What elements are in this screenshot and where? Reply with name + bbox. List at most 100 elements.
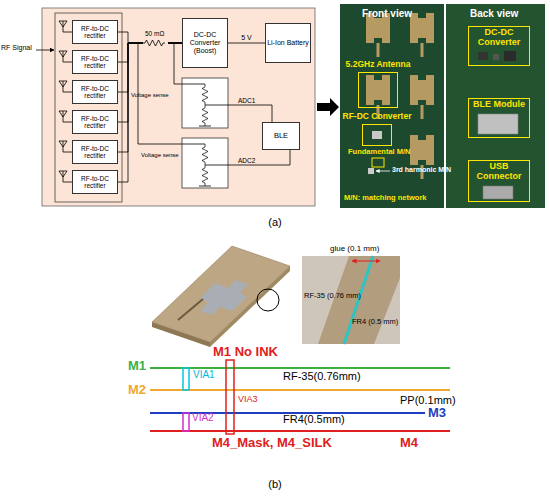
label-text: M4: [400, 436, 418, 450]
process-box: DC-DC Converter (Boost): [182, 18, 228, 68]
adc-wire: [205, 150, 290, 165]
highlight-box: USB Connector: [468, 160, 530, 202]
label-text: ADC1: [238, 97, 255, 104]
label-text: M4_Mask, M4_SILK: [212, 436, 332, 450]
system-background: [42, 8, 315, 206]
connector-wire: [118, 43, 182, 152]
label-text: 3rd harmonic M/N: [392, 166, 451, 174]
antenna-symbol: [59, 51, 72, 62]
label-text: (a): [268, 216, 281, 228]
label-text: Fundamental M/N: [348, 148, 411, 156]
connector-wire: [118, 43, 182, 122]
patch-antenna: [366, 13, 390, 57]
box-text: Li-Ion Battery: [267, 39, 309, 47]
process-box: RF-to-DC rectifier: [72, 170, 118, 194]
label-text: M1 No INK: [213, 345, 278, 359]
ble-module: [478, 114, 518, 134]
connector-wire: [118, 43, 182, 182]
antenna-symbol: [59, 81, 72, 92]
dimension-arrow: [352, 261, 380, 262]
label-text: VIA2: [192, 412, 214, 423]
antenna-symbol: [59, 171, 72, 182]
component: [368, 168, 374, 174]
box-text: RF-to-DC rectifier: [74, 145, 116, 159]
adc-wire: [205, 105, 272, 122]
label-text: M3: [428, 406, 446, 420]
pcb-back: [446, 4, 545, 208]
resistor-symbol: [202, 84, 208, 105]
input-arrow: [36, 50, 54, 51]
label-text: VIA3: [238, 395, 258, 405]
box-text: USB Connector: [470, 162, 528, 182]
label-text: glue (0.1 mm): [330, 245, 379, 254]
connector-wire: [118, 43, 182, 92]
label-text: RF-35(0.76mm): [283, 370, 361, 382]
antenna-symbol: [59, 21, 72, 32]
process-box: RF-to-DC rectifier: [72, 140, 118, 164]
process-box: RF-to-DC rectifier: [72, 80, 118, 104]
connector-wire: [118, 32, 182, 43]
substrate-slab: [318, 256, 400, 344]
patch-antenna: [410, 135, 434, 179]
sense-wire: [182, 84, 205, 85]
box-text: BLE: [274, 132, 288, 140]
label-text: RF Signal: [1, 44, 32, 52]
connector-wire: [228, 43, 265, 44]
label-text: (b): [268, 478, 281, 490]
label-text: Voltage sense: [131, 92, 169, 99]
voltage-divider: [182, 138, 228, 188]
process-box: BLE: [262, 122, 300, 150]
flow-arrow: [317, 98, 339, 116]
process-box: RF-to-DC rectifier: [72, 50, 118, 74]
resistor-cover: [143, 38, 168, 48]
box-text: RF-to-DC rectifier: [74, 55, 116, 69]
box-text: DC-DC Converter: [470, 28, 528, 48]
box-heading: RF-DC Converter: [343, 112, 412, 121]
matching-network-box: [372, 158, 384, 167]
box-text: DC-DC Converter (Boost): [184, 31, 226, 54]
box-heading: 5.2GHz Antenna: [346, 60, 411, 69]
feed-slot: [178, 299, 203, 320]
resistor-symbol: [143, 40, 165, 46]
antenna-symbol: [59, 111, 72, 122]
process-box: RF-to-DC rectifier: [72, 20, 118, 44]
sense-wire: [182, 144, 205, 145]
box-text: RF-to-DC rectifier: [74, 175, 116, 189]
box-text: RF-to-DC rectifier: [74, 115, 116, 129]
board-top: [152, 246, 290, 342]
label-text: FR4 (0.5 mm): [352, 318, 398, 326]
resistor-symbol: [202, 144, 208, 165]
resistor-symbol: [202, 105, 208, 126]
patch-antenna: [410, 13, 434, 57]
rectifier-group: [55, 13, 122, 202]
patch-antenna: [410, 75, 434, 119]
component: [372, 131, 382, 139]
resistor-symbol: [202, 165, 208, 186]
pcb-front: [340, 4, 444, 208]
zoom-circle: [257, 289, 279, 311]
label-text: Voltage sense: [141, 152, 179, 159]
highlight-box: RF-DC Converter: [362, 124, 392, 146]
layer-m2: [150, 389, 450, 391]
component: [493, 54, 499, 60]
label-text: M/N: matching network: [344, 194, 427, 202]
highlight-box: 5.2GHz Antenna: [358, 72, 398, 108]
layer-m4: [150, 430, 450, 432]
box-text: RF-to-DC rectifier: [74, 85, 116, 99]
label-text: M2: [128, 383, 146, 397]
label-text: 50 mΩ: [145, 30, 164, 37]
via1: [183, 368, 189, 390]
process-box: RF-to-DC rectifier: [72, 110, 118, 134]
ground-symbol: [199, 186, 211, 187]
label-text: FR4(0.5mm): [283, 413, 345, 425]
label-text: VIA1: [193, 369, 215, 380]
leader-arrow: [376, 171, 390, 172]
via2: [183, 413, 189, 431]
usb-connector: [483, 186, 513, 199]
label-text: ADC2: [238, 157, 255, 164]
glue-layer: [344, 256, 373, 344]
